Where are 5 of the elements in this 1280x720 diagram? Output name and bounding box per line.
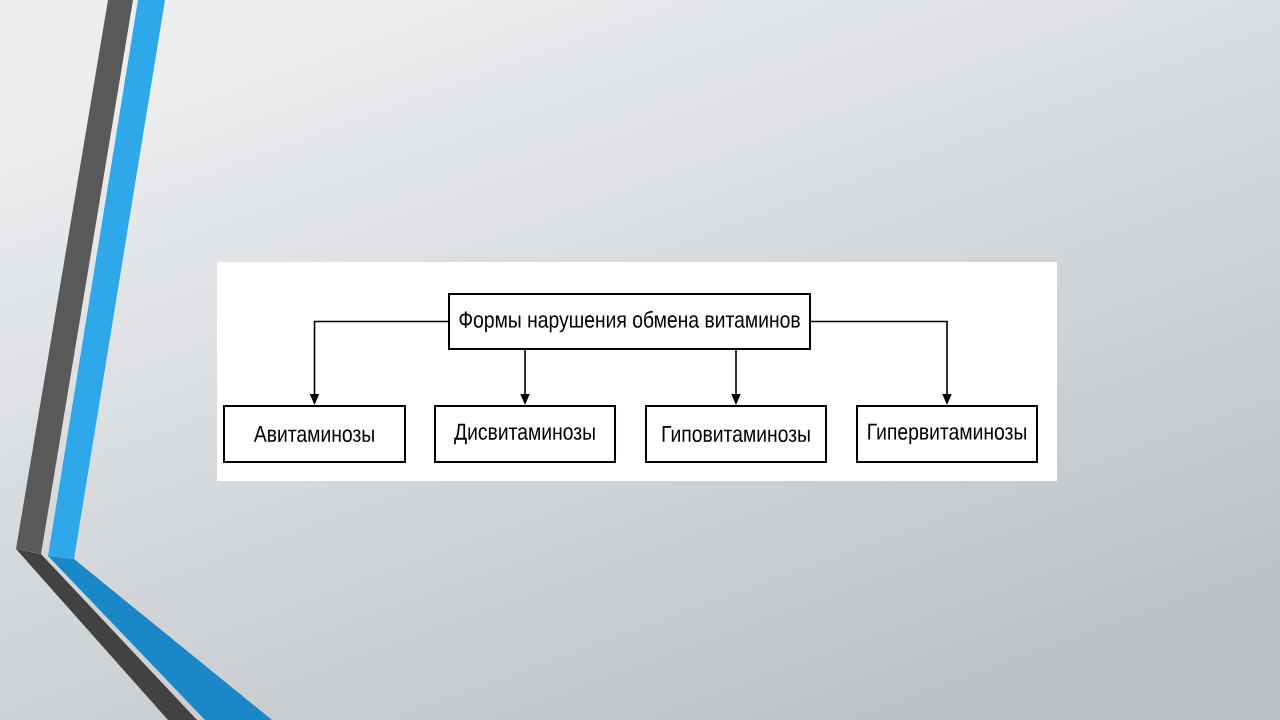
flowchart-box: Формы нарушения обмена витаминов bbox=[448, 293, 811, 350]
flowchart-box: Гиповитаминозы bbox=[645, 405, 827, 463]
flowchart-box: Гипервитаминозы bbox=[856, 405, 1038, 463]
flowchart-box: Авитаминозы bbox=[223, 405, 406, 463]
flowchart-box: Дисвитаминозы bbox=[434, 405, 616, 463]
